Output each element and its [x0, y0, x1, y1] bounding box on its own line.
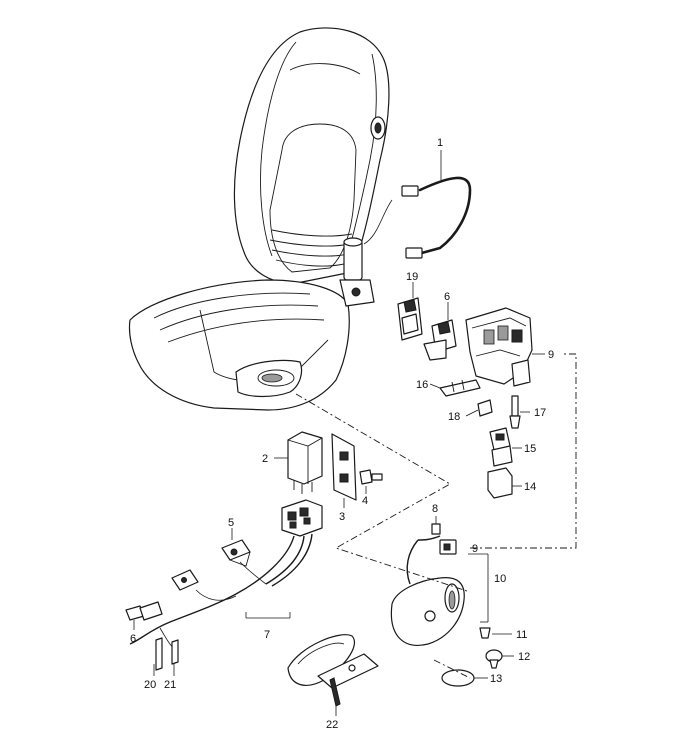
label-13: 13	[490, 673, 502, 685]
part-4-screw	[359, 469, 383, 494]
label-2: 2	[262, 453, 268, 465]
part-18-pad	[465, 399, 493, 417]
label-21: 21	[164, 679, 176, 691]
label-1: 1	[437, 137, 443, 149]
part-19-connector	[397, 282, 423, 341]
label-6-lower: 6	[130, 633, 136, 645]
part-15-relay	[489, 427, 522, 467]
label-6-upper: 6	[444, 291, 450, 303]
label-19: 19	[406, 271, 418, 283]
label-20: 20	[144, 679, 156, 691]
label-4: 4	[362, 495, 368, 507]
label-16: 16	[416, 379, 428, 391]
label-18: 18	[448, 411, 460, 423]
part-10-switch-panel	[390, 535, 489, 646]
part-12-knob	[485, 649, 514, 669]
label-22: 22	[326, 719, 338, 731]
part-9-control-unit	[465, 307, 545, 387]
part-1-harness	[401, 150, 472, 259]
label-15: 15	[524, 443, 536, 455]
part-6-connector-upper	[423, 302, 457, 361]
part-17-pin	[509, 395, 530, 429]
part-2-relay	[274, 431, 323, 494]
callout-labels: 1 19 6 9 16 18 17 2 15 14 4 3 8 5 9 10 7…	[130, 137, 554, 731]
part-13-cap	[441, 669, 488, 687]
label-8: 8	[432, 503, 438, 515]
label-12: 12	[518, 651, 530, 663]
label-7: 7	[264, 629, 270, 641]
parts-20-21-terminals	[153, 637, 179, 676]
part-11-screw	[479, 627, 512, 639]
part-16-rail	[429, 379, 481, 397]
label-5: 5	[228, 517, 234, 529]
connector-mid	[171, 569, 199, 591]
label-9-upper: 9	[548, 349, 554, 361]
part-6-connector-lower	[125, 601, 163, 630]
label-11: 11	[516, 629, 527, 641]
part-7-harness	[129, 499, 323, 651]
label-10: 10	[494, 573, 506, 585]
part-14-block	[487, 467, 522, 499]
part-3-bracket	[331, 433, 357, 508]
part-22-trim-plate	[287, 634, 379, 716]
seat-assembly	[128, 27, 393, 411]
reference-lines	[295, 353, 577, 679]
part-8-connector	[431, 516, 441, 535]
label-17: 17	[534, 407, 546, 419]
label-9-lower: 9	[472, 543, 478, 555]
part-5-connector	[221, 528, 251, 567]
label-3: 3	[339, 511, 345, 523]
label-14: 14	[524, 481, 536, 493]
